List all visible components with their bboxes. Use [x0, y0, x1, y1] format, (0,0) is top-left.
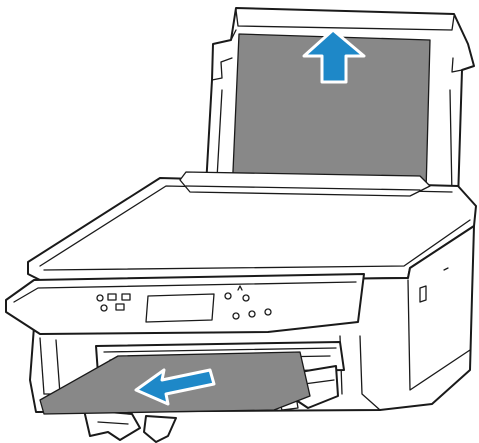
panel-button — [122, 294, 130, 300]
panel-button — [233, 313, 239, 319]
panel-button — [265, 309, 271, 315]
panel-button — [243, 295, 249, 301]
operation-panel — [6, 274, 364, 334]
printer-top-lid — [28, 172, 476, 282]
panel-button — [108, 294, 116, 300]
panel-button — [116, 304, 124, 310]
panel-button — [249, 311, 255, 317]
panel-button — [97, 295, 103, 301]
panel-button — [225, 293, 231, 299]
panel-button — [101, 305, 107, 311]
panel-display — [146, 294, 214, 322]
